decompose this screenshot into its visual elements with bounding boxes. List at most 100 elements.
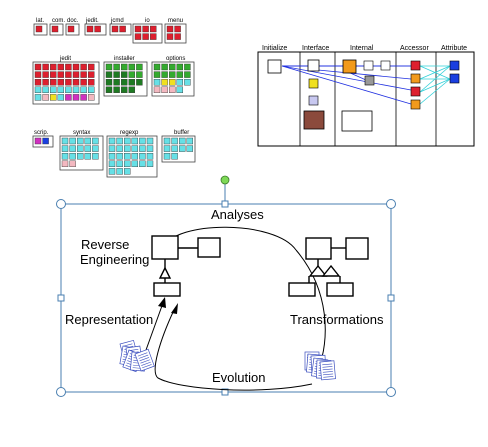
module-map: lat. com. doc. jedit. jcmd io menu jedit… xyxy=(32,18,196,178)
resize-handle-bottom-right[interactable] xyxy=(386,387,396,397)
label-transformations: Transformations xyxy=(290,312,384,327)
module-cell xyxy=(65,78,72,86)
resize-handle-top-left[interactable] xyxy=(56,199,66,209)
module-cell xyxy=(65,63,72,71)
module-cell xyxy=(166,25,174,33)
module-cell xyxy=(69,152,76,160)
module-cell xyxy=(161,86,168,94)
module-installer xyxy=(103,61,148,97)
resize-handle-bottom-left[interactable] xyxy=(56,387,66,397)
module-cell xyxy=(69,160,76,168)
module-options xyxy=(151,61,195,97)
module-cell xyxy=(120,71,128,78)
module-cell xyxy=(174,33,181,40)
resize-handle-top[interactable] xyxy=(221,200,229,208)
module-cell xyxy=(131,145,139,152)
module-label-buffer: buffer xyxy=(174,130,189,136)
label-analyses: Analyses xyxy=(211,207,264,222)
module-doc xyxy=(65,23,80,36)
module-cell xyxy=(34,71,42,78)
module-cell xyxy=(34,94,42,101)
module-cell xyxy=(116,152,123,160)
module-cell xyxy=(131,152,139,160)
module-cell xyxy=(113,78,120,86)
module-cell xyxy=(184,63,191,71)
arch-node-internal-orange xyxy=(342,59,357,74)
module-label-jcmd: jcmd xyxy=(110,18,124,24)
module-cell xyxy=(176,86,184,94)
module-cell xyxy=(51,25,59,33)
module-cell xyxy=(50,78,57,86)
resize-handle-bottom[interactable] xyxy=(221,388,229,396)
module-cell xyxy=(57,86,64,94)
resize-handle-right[interactable] xyxy=(387,294,395,302)
module-label-jedit-small: jedit. xyxy=(85,18,99,24)
arch-node-accessor-orange xyxy=(410,73,421,84)
module-cell xyxy=(136,71,143,78)
cycle-diagram: Analyses Reverse Engineering Representat… xyxy=(56,175,396,397)
module-cell xyxy=(80,71,87,78)
arch-node-interface-brown xyxy=(303,110,325,130)
module-cell xyxy=(161,78,168,86)
module-cell xyxy=(120,63,128,71)
module-syntax xyxy=(59,135,104,171)
module-menu xyxy=(164,23,187,44)
module-cell xyxy=(105,63,113,71)
arrow-head xyxy=(171,303,178,314)
module-cell xyxy=(72,78,80,86)
module-cell xyxy=(50,63,57,71)
module-cell xyxy=(139,152,146,160)
resize-handle-top-right[interactable] xyxy=(386,199,396,209)
module-cell xyxy=(119,25,126,33)
module-cell xyxy=(87,71,95,78)
resize-handle-left[interactable] xyxy=(57,294,65,302)
module-cell xyxy=(108,160,116,168)
module-cell xyxy=(113,71,120,78)
module-cell xyxy=(61,152,69,160)
module-cell xyxy=(149,25,157,33)
module-cell xyxy=(128,71,136,78)
module-cell xyxy=(69,145,76,152)
module-cell xyxy=(171,137,178,145)
arch-header-internal: Internal xyxy=(350,45,374,52)
module-label-doc: doc. xyxy=(67,18,79,24)
module-cell xyxy=(116,160,123,168)
module-cell xyxy=(34,63,42,71)
module-cell xyxy=(139,137,146,145)
arch-header-accessor: Accessor xyxy=(400,45,429,52)
module-cell xyxy=(176,63,184,71)
module-cell xyxy=(80,86,87,94)
module-cell xyxy=(57,71,64,78)
arch-header-interface: Interface xyxy=(302,45,329,52)
module-cell xyxy=(116,137,123,145)
module-cell xyxy=(178,137,186,145)
module-com xyxy=(49,23,64,36)
document-stack-right xyxy=(304,351,336,381)
module-cell xyxy=(142,25,149,33)
module-cell xyxy=(67,25,75,33)
rotation-handle[interactable] xyxy=(220,175,230,185)
module-cell xyxy=(123,160,131,168)
module-cell xyxy=(128,78,136,86)
module-cell xyxy=(128,63,136,71)
arch-node-internal-grey xyxy=(364,75,375,86)
module-label-options: options xyxy=(166,56,185,62)
arch-header-initialize: Initialize xyxy=(262,45,287,52)
module-cell xyxy=(153,71,161,78)
module-cell xyxy=(168,71,176,78)
module-cell xyxy=(86,25,94,33)
module-cell xyxy=(72,71,80,78)
module-cell xyxy=(178,145,186,152)
document-icon xyxy=(134,348,155,372)
module-cell xyxy=(123,137,131,145)
arch-connectors-blue xyxy=(281,65,412,105)
arch-node-interface-lavender xyxy=(308,95,319,106)
label-engineering: Engineering xyxy=(80,252,149,267)
module-cell xyxy=(61,160,69,168)
cycle-arc-bottom xyxy=(154,309,313,391)
arch-node-internal-large xyxy=(341,110,373,132)
module-cell xyxy=(120,78,128,86)
module-cell xyxy=(72,94,80,101)
label-evolution: Evolution xyxy=(212,370,265,385)
arch-node-internal xyxy=(363,60,374,71)
